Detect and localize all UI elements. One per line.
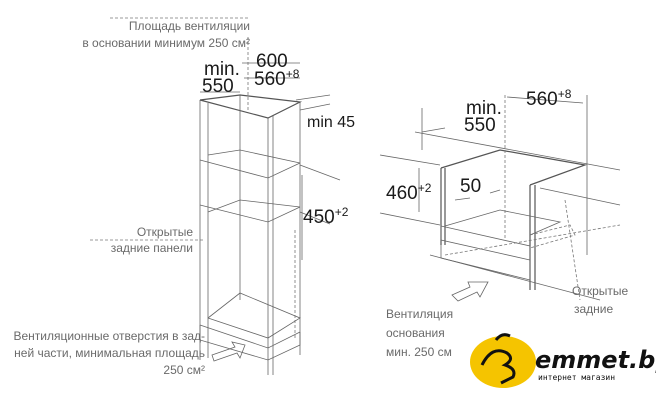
dim-560-right: 560+8 xyxy=(526,87,572,110)
dim-450: 450+2 xyxy=(303,205,349,228)
vent-line2: основания xyxy=(386,326,445,340)
dim-50: 50 xyxy=(460,176,481,197)
vent-line1: Вентиляция xyxy=(386,307,453,321)
airflow-arrow-icon xyxy=(451,281,489,302)
vent-line3: мин. 250 см xyxy=(386,345,452,359)
brand-name: emmet.by xyxy=(535,346,656,374)
vent-top-line2: в основании минимум 250 см² xyxy=(82,36,250,50)
left-labels: Площадь вентиляции в основании минимум 2… xyxy=(13,19,355,377)
dim-550-right: 550 xyxy=(464,115,496,136)
dim-min-45: min 45 xyxy=(307,114,355,131)
dim-460: 460+2 xyxy=(386,181,432,204)
tall-cabinet-drawing xyxy=(90,17,341,375)
under-counter-drawing xyxy=(379,95,621,302)
dim-550: 550 xyxy=(202,76,234,97)
vent-bottom-line1: Вентиляционные отверстия в зад- xyxy=(13,329,205,343)
brand-tagline: интернет магазин xyxy=(538,373,615,382)
dim-min-label-right: min. xyxy=(466,98,502,119)
airflow-arrow-icon xyxy=(211,341,246,362)
dim-min-label: min. xyxy=(204,59,240,80)
dim-600: 600 xyxy=(256,51,288,72)
right-labels: min. 550 560+8 460+2 50 Вентиляция основ… xyxy=(386,87,629,359)
dim-560: 560+8 xyxy=(254,67,300,90)
open-back-right-line2: задние xyxy=(574,302,614,316)
vent-bottom-line3: 250 см² xyxy=(163,363,205,377)
open-back-line1: Открытые xyxy=(137,225,194,239)
emmet-logo: emmet.by интернет магазин xyxy=(470,333,656,388)
open-back-line2: задние панели xyxy=(111,241,193,255)
vent-top-line1: Площадь вентиляции xyxy=(129,19,250,33)
vent-bottom-line2: ней части, минимальная площадь xyxy=(14,346,205,360)
open-back-right-line1: Открытые xyxy=(572,284,629,298)
bee-logo-icon xyxy=(470,336,536,388)
